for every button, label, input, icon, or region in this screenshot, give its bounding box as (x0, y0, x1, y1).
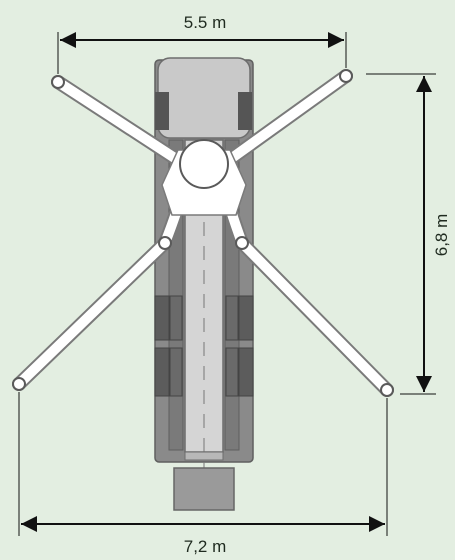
rear-counterweight (173, 467, 235, 511)
boom-tip (184, 451, 224, 461)
turret (179, 139, 229, 189)
vehicle-top-view (154, 57, 254, 511)
mirror-left (155, 92, 169, 130)
dimension-right: 6,8 m (366, 73, 451, 395)
hinge-left (158, 236, 172, 250)
outriggers (12, 69, 394, 397)
outrigger-rear-right (237, 238, 392, 395)
wheel-left-1 (154, 295, 170, 341)
wheel-left-2b (169, 347, 183, 397)
dimension-top: 5.5 m (57, 13, 347, 74)
wheel-left-1b (169, 295, 183, 341)
wheel-right-1b (225, 295, 239, 341)
outrigger-front-left (53, 77, 195, 173)
wheel-right-1 (238, 295, 254, 341)
label-bottom-width: 7,2 m (184, 537, 227, 556)
wheel-right-2b (225, 347, 239, 397)
dimension-bottom: 7,2 m (18, 392, 388, 556)
pad-front-left (51, 75, 65, 89)
cab (157, 57, 251, 139)
hinge-right (235, 236, 249, 250)
label-right-height: 6,8 m (432, 214, 451, 257)
outrigger-rear-left (14, 238, 170, 389)
wheel-left-2 (154, 347, 170, 397)
pad-rear-left (12, 377, 26, 391)
mirror-right (238, 92, 252, 130)
label-top-width: 5.5 m (184, 13, 227, 32)
pad-front-right (339, 69, 353, 83)
pad-rear-right (380, 383, 394, 397)
wheel-right-2 (238, 347, 254, 397)
outrigger-front-right (213, 71, 351, 173)
